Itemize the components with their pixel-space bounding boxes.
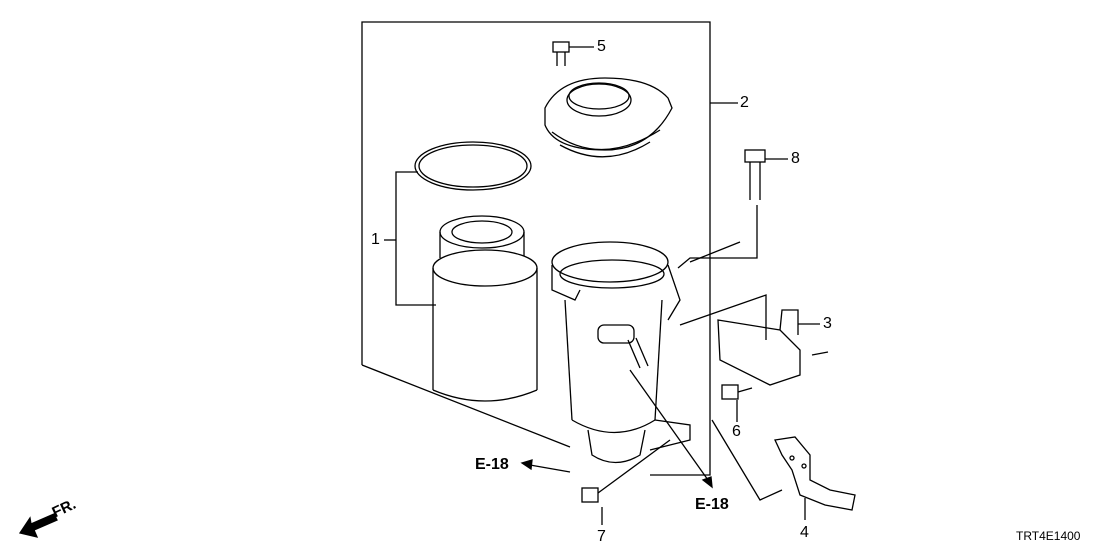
callout-7: 7 (597, 528, 606, 545)
bracket-4 (711, 419, 856, 520)
callout-2: 2 (740, 94, 749, 111)
callout-1: 1 (371, 231, 380, 248)
callout-4: 4 (800, 524, 809, 541)
bolt-5 (552, 41, 594, 66)
callout-8: 8 (791, 150, 800, 167)
bolt-7 (581, 439, 671, 525)
callout-3: 3 (823, 315, 832, 332)
assembly-frame (361, 21, 711, 476)
filter-cap (544, 77, 673, 158)
callout-5: 5 (597, 38, 606, 55)
filter-element (432, 215, 538, 402)
callout-6: 6 (732, 423, 741, 440)
bolt-8 (677, 149, 788, 269)
filter-housing (551, 241, 691, 464)
reference-e18-right[interactable]: E-18 (695, 496, 729, 513)
o-ring (414, 141, 532, 191)
front-arrow-icon (18, 513, 58, 538)
bolt-6 (721, 384, 753, 422)
diagram-code: TRT4E1400 (1016, 529, 1081, 543)
reference-e18-left[interactable]: E-18 (475, 456, 509, 473)
bracket-3 (679, 294, 829, 386)
